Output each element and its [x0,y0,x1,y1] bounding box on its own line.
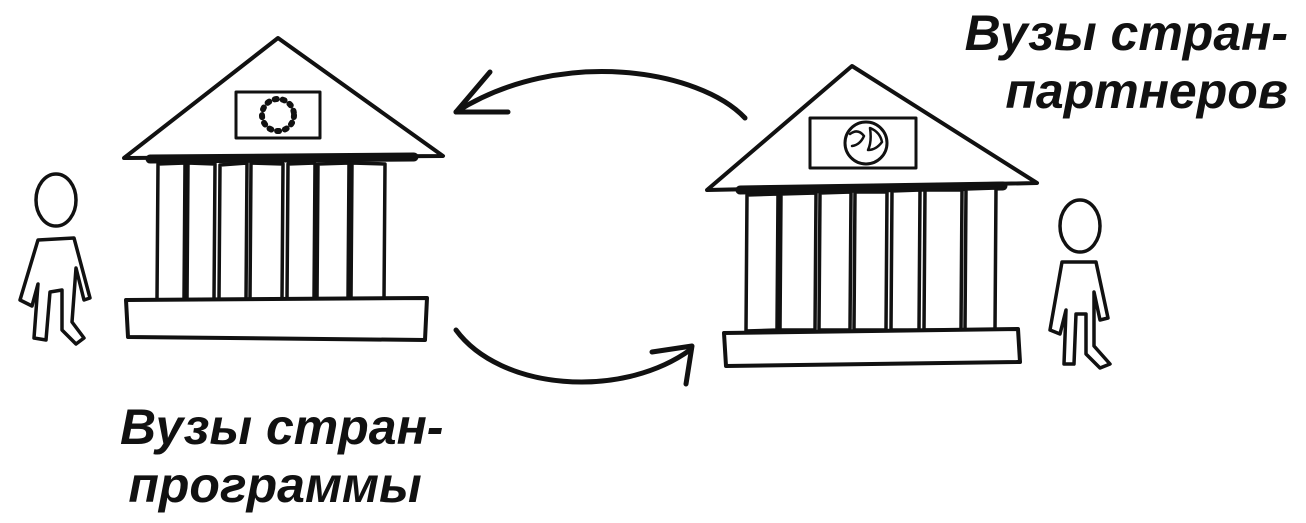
programme-label-line2: программы [120,456,430,514]
partner-label-line1: Вузы стран- [965,4,1288,62]
programme-label-line1: Вузы стран- [120,398,430,456]
person-icon [1050,200,1110,368]
person-icon [20,174,90,344]
building-programme [124,38,443,340]
partner-universities-label: Вузы стран- партнеров [965,4,1288,120]
globe-flag-icon [810,118,916,168]
curved-arrow-icon [456,330,692,384]
programme-universities-label: Вузы стран- программы [120,398,430,514]
partner-label-line2: партнеров [965,62,1288,120]
building-partner-columns [746,188,996,331]
building-programme-base [126,298,427,340]
building-partner-base [724,329,1020,366]
building-programme-entablature [150,157,414,159]
curved-arrow-icon [456,72,745,118]
eu-flag-icon [236,92,320,138]
building-programme-columns [157,163,385,300]
